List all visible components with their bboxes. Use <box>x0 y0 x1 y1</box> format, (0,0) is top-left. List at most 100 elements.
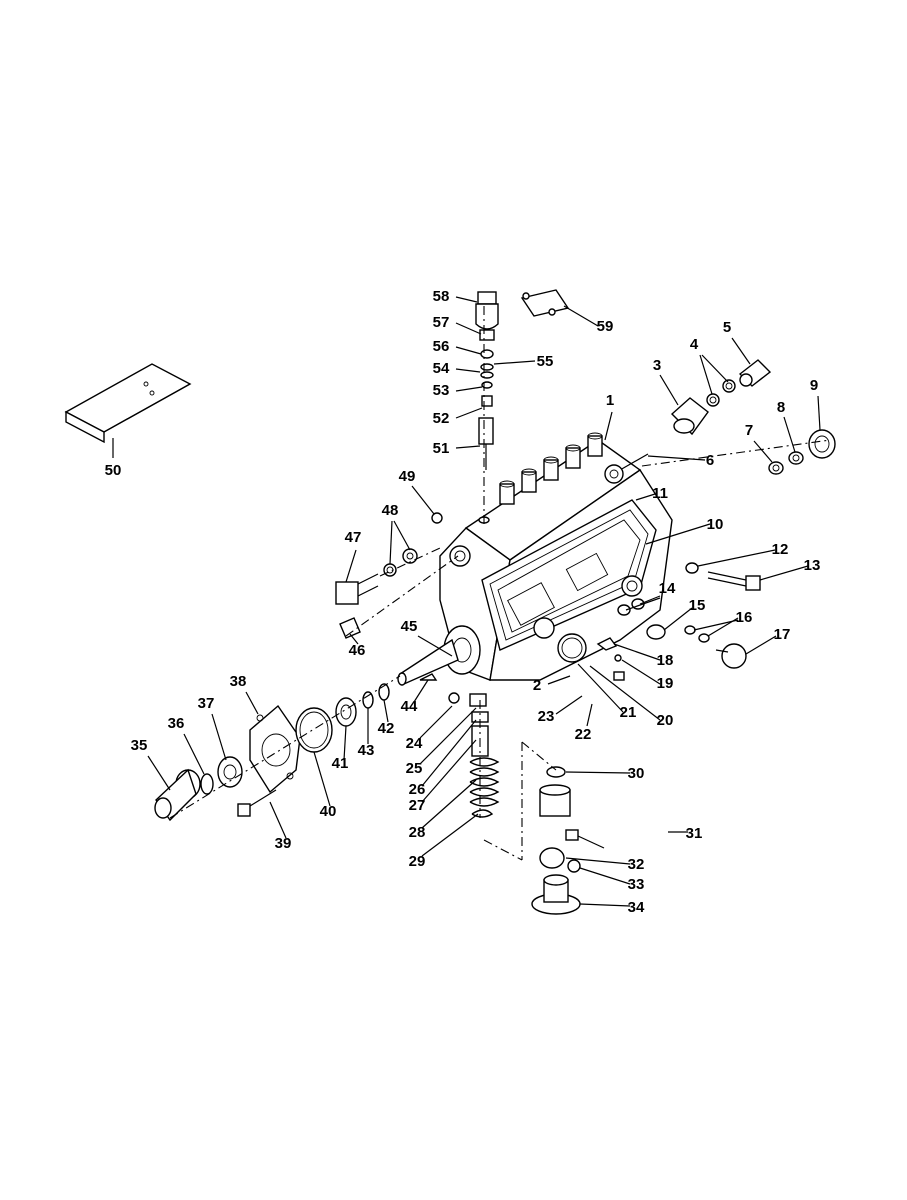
leader-line-30 <box>565 771 631 774</box>
leader-line-47 <box>345 549 357 583</box>
left-side-parts <box>335 512 443 681</box>
leader-line-40 <box>313 751 331 807</box>
leader-line-8 <box>783 416 796 453</box>
leader-line-38 <box>245 691 259 715</box>
pump-housing-part-1 <box>397 432 673 686</box>
callout-8: 8 <box>777 399 785 416</box>
leader-line-16-b <box>693 619 739 631</box>
callout-6: 6 <box>706 452 714 469</box>
clamp-part-59 <box>520 289 570 317</box>
leader-line-24 <box>419 705 453 739</box>
leader-line-19 <box>621 659 661 685</box>
right-side-parts <box>596 359 836 681</box>
callout-53: 53 <box>433 382 450 399</box>
callout-19: 19 <box>657 675 674 692</box>
leader-line-35 <box>147 755 171 791</box>
leader-line-23 <box>555 695 583 715</box>
callout-labels: 1234567891011121314151617181920212223242… <box>105 288 821 916</box>
leader-line-2 <box>547 675 571 685</box>
leader-lines <box>147 296 821 907</box>
governor-parts <box>448 692 605 915</box>
leader-line-34 <box>579 903 631 907</box>
leader-line-44 <box>413 679 429 703</box>
callout-38: 38 <box>230 673 247 690</box>
leader-line-32 <box>565 857 631 865</box>
callout-3: 3 <box>653 357 661 374</box>
callout-42: 42 <box>378 720 395 737</box>
leader-line-39 <box>269 801 287 839</box>
callout-48: 48 <box>382 502 399 519</box>
leader-line-27 <box>421 739 477 803</box>
callout-15: 15 <box>689 597 706 614</box>
delivery-valve-stack <box>475 291 499 524</box>
leader-line-9 <box>817 395 821 431</box>
callout-14: 14 <box>659 580 676 597</box>
leader-line-7 <box>753 440 773 463</box>
callout-40: 40 <box>320 803 337 820</box>
callout-18: 18 <box>657 652 674 669</box>
callout-23: 23 <box>538 708 555 725</box>
callout-58: 58 <box>433 288 450 305</box>
leader-line-1 <box>604 411 613 441</box>
callout-26: 26 <box>409 781 426 798</box>
leader-line-59 <box>563 305 599 327</box>
leader-line-33 <box>579 867 631 885</box>
callout-39: 39 <box>275 835 292 852</box>
leader-line-14 <box>639 595 661 605</box>
callout-20: 20 <box>657 712 674 729</box>
leader-line-20 <box>589 665 661 721</box>
leader-line-52 <box>455 407 483 419</box>
callout-30: 30 <box>628 765 645 782</box>
callout-21: 21 <box>620 704 637 721</box>
leader-line-5 <box>731 337 751 365</box>
callout-46: 46 <box>349 642 366 659</box>
callout-1: 1 <box>606 392 614 409</box>
callout-13: 13 <box>804 557 821 574</box>
leader-line-48 <box>389 520 393 565</box>
leader-line-36 <box>183 733 205 775</box>
callout-55: 55 <box>537 353 554 370</box>
callout-59: 59 <box>597 318 614 335</box>
callout-31: 31 <box>686 825 703 842</box>
leader-line-15 <box>663 607 693 631</box>
callout-29: 29 <box>409 853 426 870</box>
bracket-part-50 <box>64 363 192 458</box>
callout-54: 54 <box>433 360 450 377</box>
leader-line-14-b <box>625 597 661 611</box>
leader-line-21 <box>577 663 624 713</box>
callout-24: 24 <box>406 735 423 752</box>
callout-52: 52 <box>433 410 450 427</box>
leader-line-46 <box>349 633 359 645</box>
leader-line-58 <box>455 296 478 303</box>
leader-line-11 <box>635 493 656 501</box>
leader-line-18 <box>613 643 661 661</box>
leader-line-41 <box>343 725 347 761</box>
leader-line-53 <box>455 386 483 392</box>
leader-line-57 <box>455 322 482 335</box>
leader-line-37 <box>211 713 227 761</box>
callout-44: 44 <box>401 698 418 715</box>
callout-37: 37 <box>198 695 215 712</box>
callout-5: 5 <box>723 319 731 336</box>
callout-7: 7 <box>745 422 753 439</box>
leader-line-48-b <box>393 520 411 551</box>
callout-2: 2 <box>533 677 541 694</box>
leader-line-26 <box>421 719 477 787</box>
leader-line-55 <box>493 360 536 365</box>
callout-33: 33 <box>628 876 645 893</box>
callout-35: 35 <box>131 737 148 754</box>
callout-41: 41 <box>332 755 349 772</box>
callout-47: 47 <box>345 529 362 546</box>
leader-line-54 <box>455 368 481 373</box>
callout-16: 16 <box>736 609 753 626</box>
leader-line-4-b <box>701 354 729 383</box>
leader-line-49 <box>411 485 435 515</box>
leader-line-10 <box>645 523 711 545</box>
callout-12: 12 <box>772 541 789 558</box>
leader-line-12 <box>697 549 776 567</box>
leader-line-51 <box>455 445 481 449</box>
leader-line-3 <box>659 374 679 406</box>
callout-22: 22 <box>575 726 592 743</box>
